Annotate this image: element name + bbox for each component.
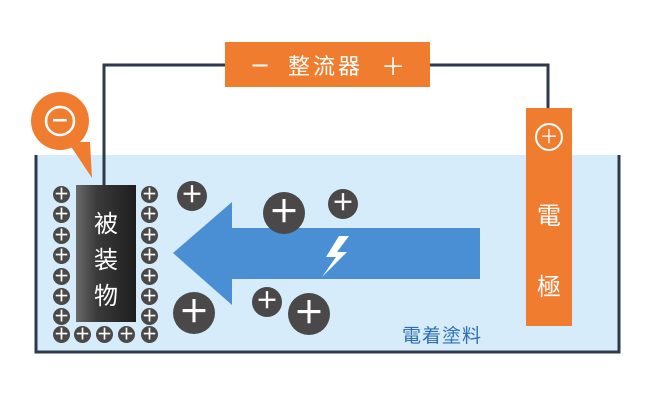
deposited-ion: ＋: [141, 325, 158, 343]
deposited-ion: ＋: [141, 205, 158, 223]
deposited-ion: ＋: [53, 246, 70, 264]
workpiece-label-char-1: 被: [94, 210, 118, 238]
deposited-ion: ＋: [118, 325, 135, 343]
anode-plus-circle-icon: [535, 123, 563, 151]
deposited-ion: ＋: [53, 205, 70, 223]
deposited-ion: ＋: [141, 246, 158, 264]
workpiece-label-char-3: 物: [94, 282, 118, 310]
electrode-label-char-2: 極: [537, 273, 561, 301]
deposited-ion: ＋: [53, 226, 70, 244]
wire-left: [102, 63, 225, 185]
free-ion: ＋: [177, 181, 207, 211]
deposited-ion: ＋: [141, 185, 158, 203]
anode-plus-symbol: ＋: [539, 126, 559, 148]
deposited-ion: ＋: [53, 325, 70, 343]
wire-right: [430, 63, 550, 108]
deposited-ion: ＋: [53, 287, 70, 305]
deposited-ion: ＋: [53, 185, 70, 203]
deposited-ion: ＋: [96, 325, 113, 343]
rectifier-label-group: − 整流器 ＋: [225, 42, 430, 87]
deposited-ion: ＋: [141, 226, 158, 244]
rectifier-label: 整流器: [288, 54, 364, 80]
paint-label: 電着塗料: [402, 325, 483, 347]
deposited-ion: ＋: [53, 267, 70, 285]
cathode-badge-pointer: [68, 142, 92, 178]
electrode-label-char-1: 電: [537, 202, 561, 230]
free-ion: ＋: [263, 192, 305, 234]
lightning-icon: [322, 236, 349, 277]
free-ion: ＋: [288, 293, 330, 335]
deposited-ion: ＋: [141, 287, 158, 305]
deposited-ion: ＋: [53, 307, 70, 325]
workpiece-label-char-2: 装: [94, 246, 118, 274]
workpiece: [76, 185, 136, 322]
deposited-ion: ＋: [141, 267, 158, 285]
free-ion: ＋: [252, 287, 282, 317]
cathode-badge: [31, 92, 89, 150]
rectifier-box: [225, 42, 430, 87]
deposited-ion: ＋: [74, 325, 91, 343]
free-ion: ＋: [173, 292, 215, 334]
free-ion: ＋: [328, 189, 358, 219]
ion-migration-arrow: [173, 202, 480, 305]
rectifier-minus-sign: −: [249, 50, 271, 79]
cathode-minus-symbol: −: [50, 108, 70, 133]
anode-electrode: [526, 108, 572, 326]
tank: [34, 155, 621, 354]
rectifier-plus-sign: ＋: [381, 53, 406, 81]
deposited-ion: ＋: [141, 307, 158, 325]
cathode-minus-circle-icon: [44, 105, 76, 137]
